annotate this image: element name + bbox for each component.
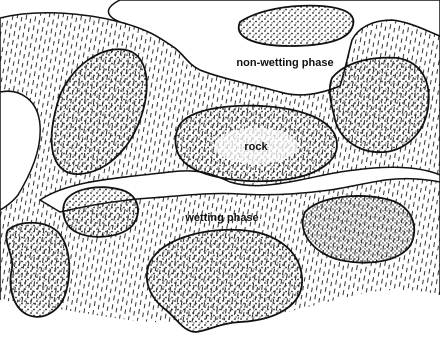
label-wetting-phase: wetting phase bbox=[184, 212, 258, 224]
rock-grain-right bbox=[330, 58, 429, 153]
rock-grain-bottom-left bbox=[6, 223, 69, 317]
label-non-wetting-phase: non-wetting phase bbox=[236, 57, 333, 69]
rock-grain-mid-left bbox=[63, 187, 138, 237]
label-rock: rock bbox=[244, 141, 268, 153]
